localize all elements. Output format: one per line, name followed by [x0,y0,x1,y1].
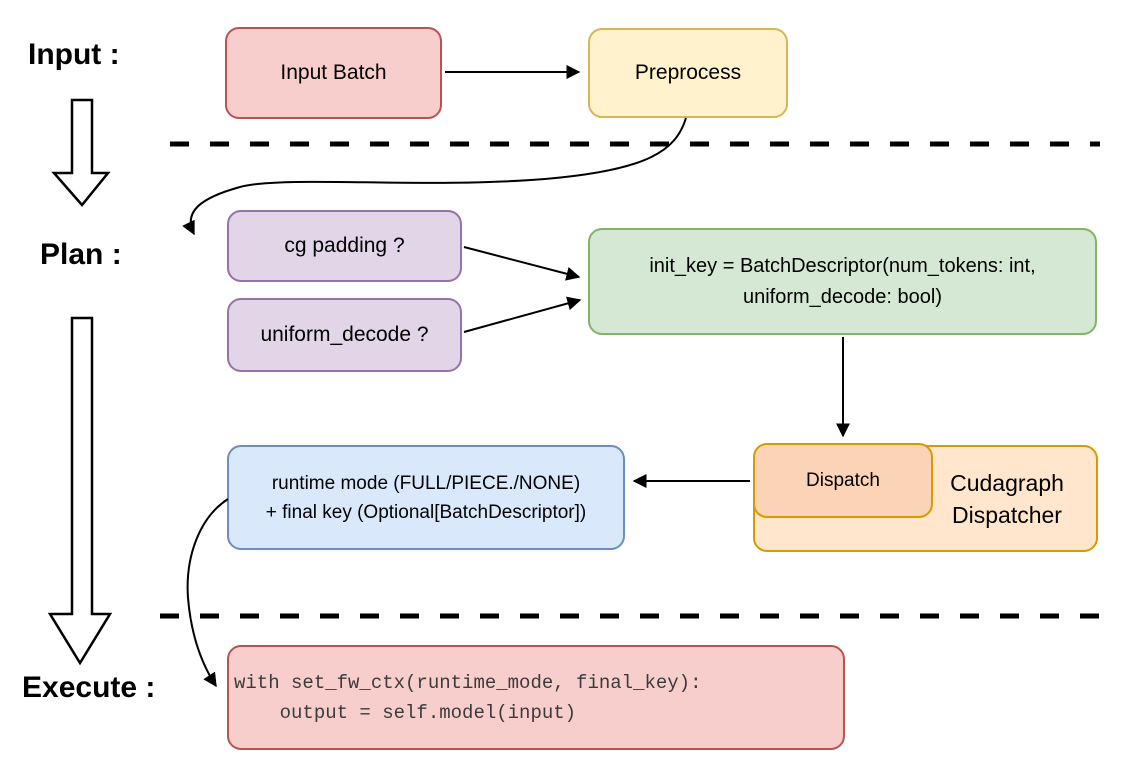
node-uniform-decode: uniform_decode ? [227,298,462,372]
execute-code-line2: output = self.model(input) [234,701,577,724]
node-cg-padding: cg padding ? [227,210,462,282]
node-dispatch-label: Dispatch [806,469,880,491]
node-runtime-output-line2: + final key (Optional[BatchDescriptor]) [265,501,587,523]
node-input-batch: Input Batch [225,27,442,119]
node-init-key: init_key = BatchDescriptor(num_tokens: i… [588,228,1097,335]
section-label-input: Input : [28,38,120,71]
execute-code-line1: with set_fw_ctx(runtime_mode, final_key)… [234,671,702,694]
section-label-plan: Plan : [40,238,122,271]
section-label-execute: Execute : [22,671,156,704]
node-preprocess: Preprocess [588,28,788,118]
flow-arrow-input-icon [51,98,111,207]
node-runtime-output: runtime mode (FULL/PIECE./NONE) + final … [227,445,625,550]
node-cg-padding-label: cg padding ? [284,234,405,257]
node-cudagraph-dispatcher-line2: Dispatcher [952,501,1062,528]
node-runtime-output-line1: runtime mode (FULL/PIECE./NONE) [271,472,581,494]
node-uniform-decode-label: uniform_decode ? [260,323,429,346]
node-cudagraph-dispatcher-label: Cudagraph Dispatcher [932,467,1082,531]
flow-arrow-plan-icon [47,316,113,666]
edge-uniformdecode-initkey [463,296,582,333]
node-execute-code: with set_fw_ctx(runtime_mode, final_key)… [227,645,845,750]
node-cudagraph-dispatcher-line1: Cudagraph [950,469,1064,496]
node-preprocess-label: Preprocess [634,61,742,84]
node-input-batch-label: Input Batch [280,61,387,84]
node-init-key-line1: init_key = BatchDescriptor(num_tokens: i… [649,254,1036,277]
edge-cgpadding-initkey [463,246,581,281]
node-dispatch: Dispatch [753,443,933,518]
edge-runtime-executecode [186,498,229,688]
node-init-key-line2: uniform_decode: bool) [742,285,942,308]
